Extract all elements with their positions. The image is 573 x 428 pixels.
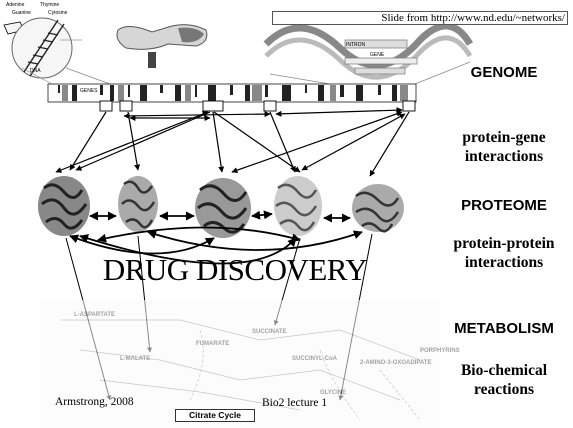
intron-label: INTRON — [346, 42, 366, 48]
dna-illustration: Adenine Thymine Guanine Cytosine DNA — [4, 2, 82, 78]
cytosine-label: Cytosine — [48, 10, 68, 16]
metabolite-porphyrins: PORPHYRINS — [420, 348, 460, 354]
metabolite-succinate: SUCCINATE — [252, 329, 287, 335]
footer-lecture: Bio2 lecture 1 — [262, 397, 327, 409]
genes-label: GENES — [80, 88, 98, 94]
protein-4 — [274, 176, 322, 236]
biochemical-label: Bio-chemical reactions — [441, 361, 567, 399]
gene-panel: INTRON GENE — [266, 26, 470, 77]
source-credit: Slide from http://www.nd.edu/~networks/ — [272, 11, 568, 25]
metabolite-glycine: GLYCINE — [320, 390, 346, 396]
thymine-label: Thymine — [40, 2, 59, 8]
metabolite-amino-oxoadipate: 2-AMINO-3-OXOADIPATE — [360, 360, 431, 366]
metabolite-succinyl-coa: SUCCINYL-CoA — [292, 356, 338, 362]
proteome-label: PROTEOME — [441, 197, 567, 214]
gene-label: GENE — [370, 52, 385, 58]
protein-2 — [118, 176, 158, 232]
metabolite-aspartate: L-ASPARTATE — [74, 312, 115, 318]
metabolite-fumarate: FUMARATE — [196, 341, 229, 347]
chromosome-illustration — [117, 25, 207, 68]
genome-label: GENOME — [441, 64, 567, 81]
gene-protein-arrows — [70, 112, 409, 176]
footer-author: Armstrong, 2008 — [55, 396, 134, 408]
drug-discovery-title: DRUG DISCOVERY — [0, 252, 470, 288]
metabolite-malate: L-MALATE — [120, 356, 150, 362]
protein-1 — [38, 176, 90, 236]
metabolism-label: METABOLISM — [441, 320, 567, 337]
guanine-label: Guanine — [12, 10, 31, 16]
protein-gene-label: protein-gene interactions — [441, 128, 567, 166]
adenine-label: Adenine — [6, 2, 25, 8]
genome-strip: GENES — [48, 84, 416, 111]
citrate-cycle-label: Citrate Cycle — [175, 409, 255, 422]
protein-5 — [352, 184, 404, 232]
